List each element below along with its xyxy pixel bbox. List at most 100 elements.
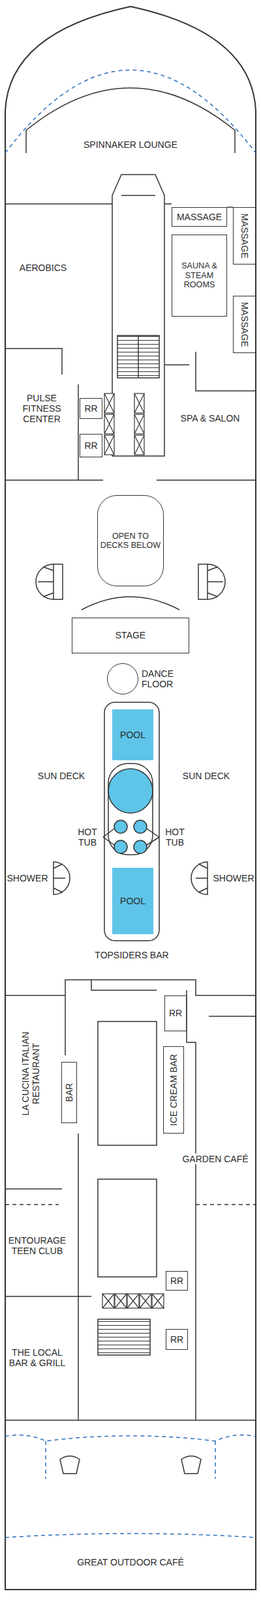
elevator bbox=[152, 1295, 164, 1311]
aft-dashed-line bbox=[5, 1437, 256, 1540]
elevator bbox=[139, 1295, 152, 1311]
elevator bbox=[134, 414, 145, 435]
bow-dashed-line bbox=[5, 70, 256, 154]
elevator-box bbox=[139, 1295, 152, 1311]
stair-core bbox=[112, 174, 165, 457]
area-label: HOT TUB bbox=[161, 828, 188, 849]
stage: STAGE bbox=[71, 618, 190, 655]
room-name: DANCE FLOOR bbox=[141, 669, 188, 691]
elevator-cross bbox=[134, 394, 145, 414]
room-name: OPEN TO DECKS BELOW bbox=[97, 532, 164, 552]
area-label: GARDEN CAFÉ bbox=[179, 1155, 252, 1167]
area-label: SHOWER bbox=[6, 874, 49, 885]
area-label: ENTOURAGE TEEN CLUB bbox=[5, 1237, 69, 1259]
elevator-cross bbox=[104, 435, 115, 456]
elevator-box bbox=[104, 414, 115, 435]
stairs bbox=[117, 336, 160, 379]
room-name: BAR bbox=[63, 1065, 75, 1123]
elevator-box bbox=[134, 414, 145, 435]
outside-label: DANCE FLOOR bbox=[141, 669, 188, 691]
rotated-text: MASSAGE bbox=[238, 298, 250, 352]
bow-rail bbox=[26, 88, 235, 154]
restroom: RR bbox=[79, 434, 103, 459]
service-area bbox=[97, 1023, 157, 1148]
elevator-cross bbox=[114, 1295, 127, 1311]
restroom: RR bbox=[164, 997, 187, 1033]
area-label: PULSE FITNESS CENTER bbox=[11, 393, 72, 425]
area-label: SPINNAKER LOUNGE bbox=[65, 139, 196, 151]
elevator bbox=[127, 1295, 139, 1311]
rotated-text: ICE CREAM BAR bbox=[168, 1049, 179, 1134]
service-area bbox=[97, 1181, 157, 1279]
elevator bbox=[104, 435, 115, 456]
shower-icon bbox=[53, 863, 70, 896]
elevator-box bbox=[104, 435, 115, 456]
leader-line bbox=[103, 829, 160, 847]
open-well: OPEN TO DECKS BELOW bbox=[97, 495, 164, 588]
room-name: SAUNA & STEAM ROOMS bbox=[172, 261, 227, 290]
bar: BAR bbox=[61, 1063, 77, 1125]
massage-room: MASSAGE bbox=[232, 296, 256, 354]
area-label: HOT TUB bbox=[74, 828, 101, 849]
elevator bbox=[134, 435, 145, 456]
room-name: MASSAGE bbox=[176, 212, 222, 223]
stage-arc bbox=[81, 597, 180, 611]
pool: POOL bbox=[112, 869, 154, 936]
elevator-box bbox=[134, 435, 145, 456]
aft-walls bbox=[5, 981, 256, 1423]
pool-enclosure bbox=[104, 703, 160, 943]
area-label: SPA & SALON bbox=[170, 413, 250, 425]
room-name: STAGE bbox=[115, 630, 146, 642]
massage-room: MASSAGE bbox=[232, 207, 256, 265]
elevator-box bbox=[114, 1295, 127, 1311]
room-name: RR bbox=[170, 1336, 184, 1347]
elevator bbox=[102, 1295, 115, 1311]
room-name: RR bbox=[84, 403, 98, 415]
pool-surround bbox=[108, 764, 153, 857]
elevator bbox=[134, 394, 145, 414]
rotated-text: MASSAGE bbox=[238, 209, 250, 263]
room-name: ICE CREAM BAR bbox=[168, 1049, 179, 1134]
area-label: SUN DECK bbox=[25, 771, 98, 783]
elevator-box bbox=[134, 394, 145, 414]
deck-break-dashed bbox=[5, 1205, 256, 1208]
elevator-box bbox=[152, 1295, 164, 1311]
round-pool bbox=[108, 769, 153, 815]
ice-cream-bar: ICE CREAM BAR bbox=[163, 1047, 185, 1136]
stairs bbox=[97, 1321, 151, 1358]
area-label: TOPSIDERS BAR bbox=[79, 951, 185, 962]
massage-room: MASSAGE bbox=[171, 207, 228, 228]
elevator-cross bbox=[104, 394, 115, 414]
elevator-cross bbox=[102, 1295, 115, 1311]
room-name: MASSAGE bbox=[238, 298, 250, 352]
elevator bbox=[104, 414, 115, 435]
forward-walls bbox=[5, 204, 256, 481]
elevator-box bbox=[104, 394, 115, 414]
room-name: MASSAGE bbox=[238, 209, 250, 263]
elevator-cross bbox=[152, 1295, 164, 1311]
area-label: THE LOCAL BAR & GRILL bbox=[5, 1349, 69, 1371]
dance-floor: DANCE FLOOR bbox=[107, 664, 139, 696]
elevator-box bbox=[102, 1295, 115, 1311]
area-label: GREAT OUTDOOR CAFÉ bbox=[52, 1559, 209, 1570]
aft-stairs bbox=[60, 1458, 201, 1476]
elevator-cross bbox=[127, 1295, 139, 1311]
restroom: RR bbox=[79, 398, 103, 420]
sauna-room: SAUNA & STEAM ROOMS bbox=[171, 234, 228, 318]
area-label: SHOWER bbox=[212, 874, 255, 885]
elevator-cross bbox=[134, 414, 145, 435]
rotated-text: BAR bbox=[63, 1065, 75, 1123]
stair-semicircle bbox=[35, 565, 63, 601]
area-label: AEROBICS bbox=[7, 262, 79, 274]
pool: POOL bbox=[112, 710, 154, 762]
elevator-box bbox=[127, 1295, 139, 1311]
elevator-cross bbox=[139, 1295, 152, 1311]
elevator-cross bbox=[104, 414, 115, 435]
room-name: RR bbox=[84, 441, 98, 452]
room-name: RR bbox=[170, 1277, 184, 1289]
elevator bbox=[114, 1295, 127, 1311]
shower-icon bbox=[191, 863, 208, 896]
area-label: LA CUCINA ITALIAN RESTAURANT bbox=[20, 1019, 42, 1131]
hull-outline bbox=[5, 6, 256, 1593]
